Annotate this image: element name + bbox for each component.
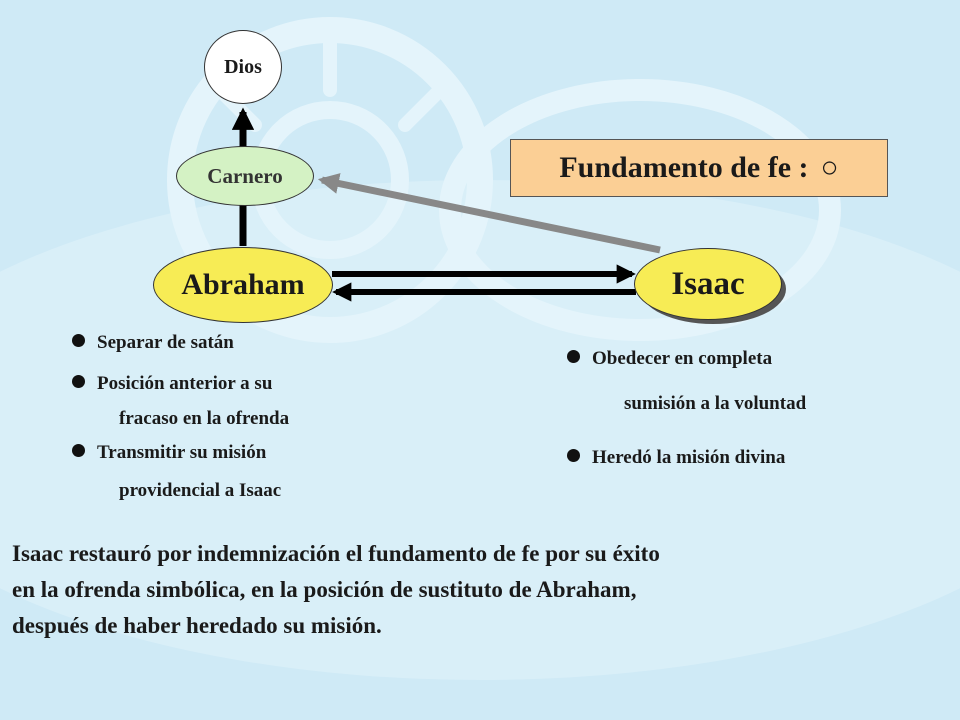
isaac-point-2: Heredó la misión divina xyxy=(567,447,785,469)
isaac-point-1-text: Obedecer en completa xyxy=(592,348,773,369)
summary-line-1: Isaac restauró por indemnización el fund… xyxy=(12,541,660,566)
node-carnero: Carnero xyxy=(176,146,314,206)
bullet-dot-icon xyxy=(567,350,580,363)
node-dios-label: Dios xyxy=(224,55,262,78)
bullet-dot-icon xyxy=(72,375,85,388)
summary-line-3: después de haber heredado su misión. xyxy=(12,613,382,638)
abraham-point-2-text: Posición anterior a su xyxy=(97,373,273,394)
abraham-point-2: Posición anterior a su xyxy=(72,373,272,395)
foundation-of-faith-box: Fundamento de fe : ○ xyxy=(510,139,888,197)
node-dios: Dios xyxy=(204,30,282,104)
isaac-to-carnero-arrow xyxy=(317,173,661,254)
abraham-point-3-continuation: providencial a Isaac xyxy=(119,480,282,501)
bullet-dot-icon xyxy=(567,449,580,462)
circle-symbol: ○ xyxy=(820,151,839,184)
foundation-of-faith-label: Fundamento de fe : xyxy=(559,151,809,184)
node-isaac-label: Isaac xyxy=(671,265,745,302)
summary-line-2: en la ofrenda simbólica, en la posición … xyxy=(12,577,637,602)
bullet-dot-icon xyxy=(72,334,85,347)
bullet-dot-icon xyxy=(72,444,85,457)
node-abraham-label: Abraham xyxy=(181,268,305,301)
abraham-point-2-continuation: fracaso en la ofrenda xyxy=(119,408,290,429)
abraham-point-3: Transmitir su misión xyxy=(72,442,266,464)
node-abraham: Abraham xyxy=(153,247,333,323)
abraham-point-1-text: Separar de satán xyxy=(97,332,234,353)
summary-paragraph: Isaac restauró por indemnización el fund… xyxy=(12,536,942,644)
node-carnero-label: Carnero xyxy=(207,163,283,188)
isaac-point-1-continuation: sumisión a la voluntad xyxy=(624,393,807,414)
isaac-point-2-text: Heredó la misión divina xyxy=(592,447,786,468)
isaac-point-1: Obedecer en completa xyxy=(567,348,772,370)
abraham-point-3-text: Transmitir su misión xyxy=(97,442,267,463)
abraham-point-1: Separar de satán xyxy=(72,332,234,354)
node-isaac: Isaac xyxy=(634,248,782,320)
